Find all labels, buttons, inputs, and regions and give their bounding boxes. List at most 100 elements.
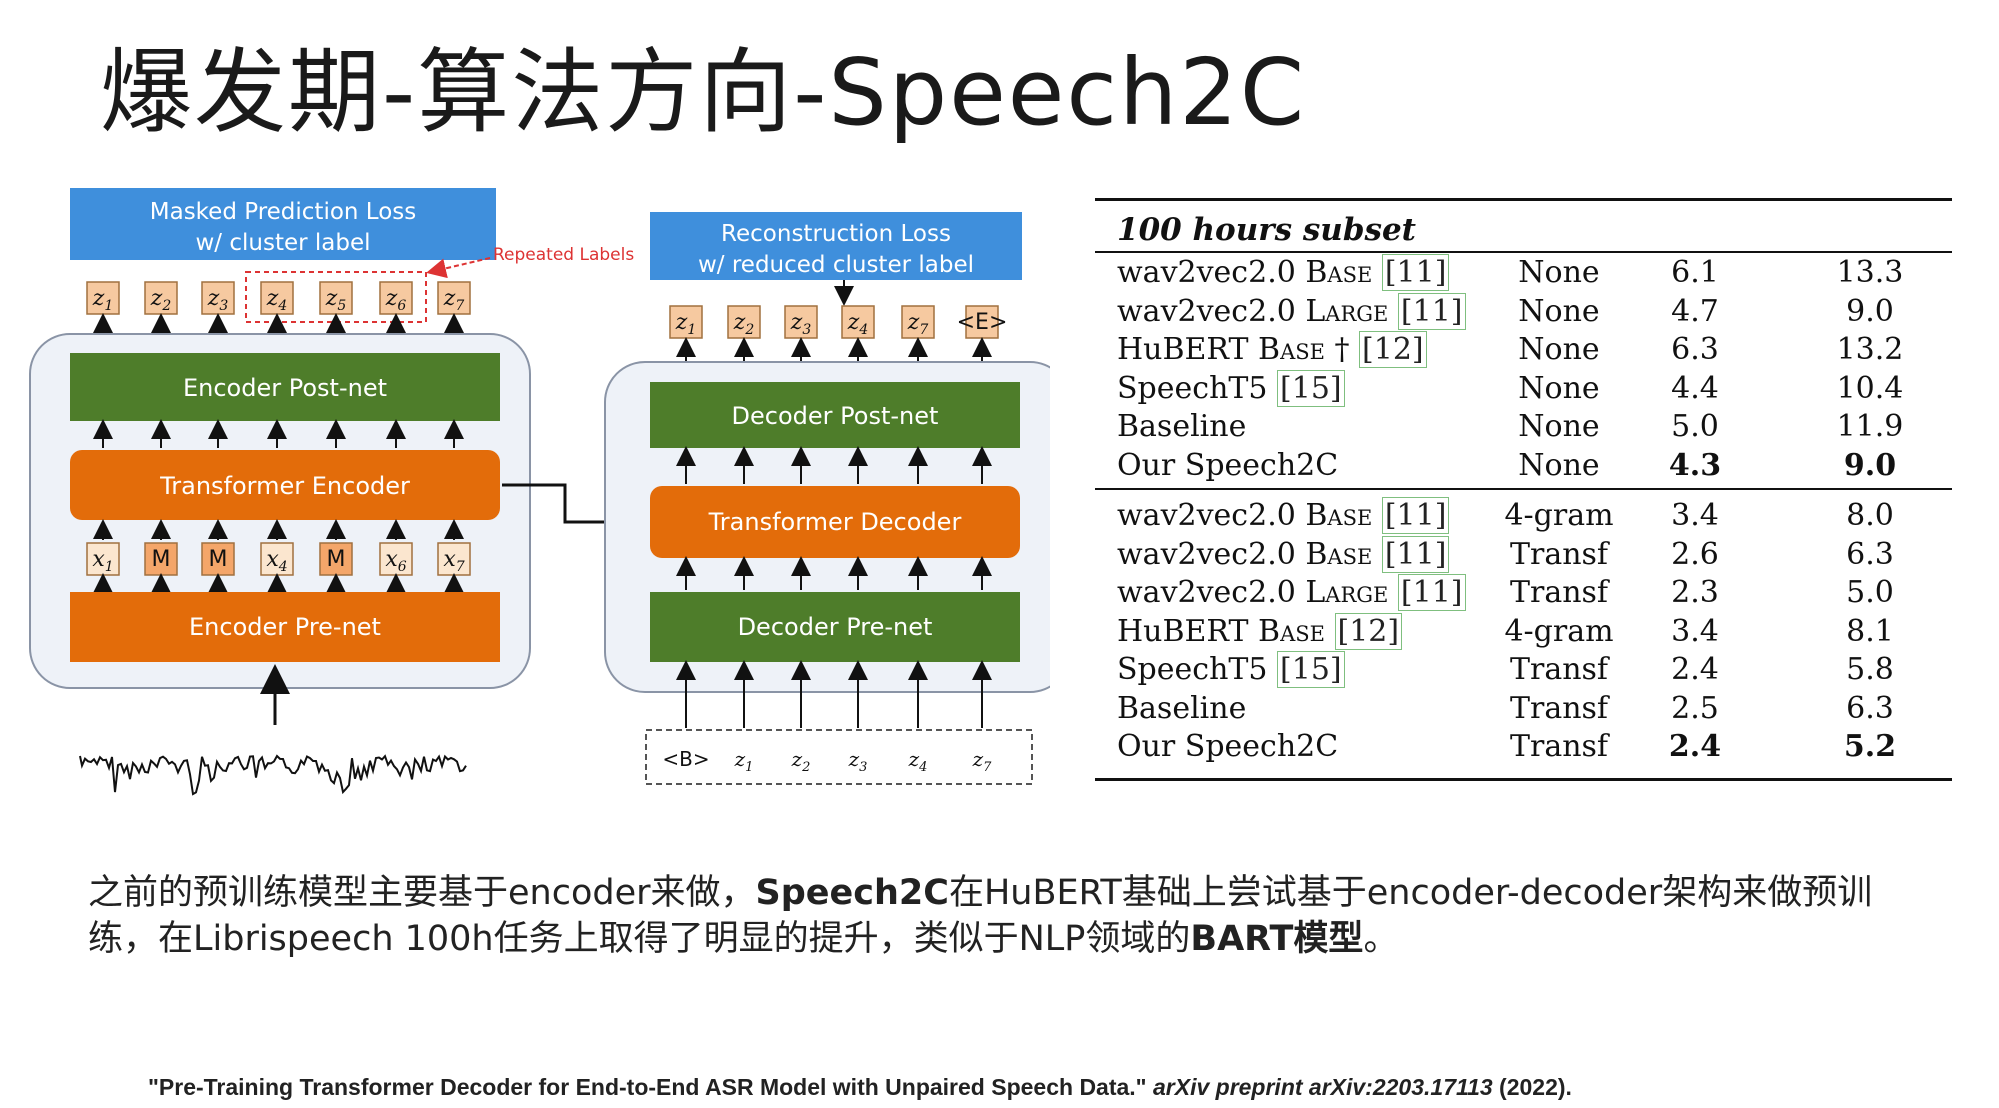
encoder-target-token <box>86 281 120 315</box>
language-model: None <box>1518 409 1600 444</box>
wer-clean: 3.4 <box>1671 498 1719 533</box>
model-name: SpeechT5 [15] <box>1117 651 1345 688</box>
decoder-target-token <box>901 305 935 339</box>
description-text: 之前的预训练模型主要基于encoder来做，Speech2C在HuBERT基础上… <box>88 873 1873 959</box>
encoder-input-token <box>379 542 413 576</box>
wer-clean: 5.0 <box>1671 409 1719 444</box>
decoder-target-token-label: <E> <box>957 310 1008 335</box>
language-model: Transf <box>1509 729 1609 764</box>
decoder-input-token-label: z1 <box>734 747 754 775</box>
wer-clean: 6.1 <box>1671 255 1719 290</box>
wer-clean: 3.4 <box>1671 613 1719 649</box>
model-name: wav2vec2.0 Base [11] <box>1117 254 1450 291</box>
decoder-input-tokens: <B> z1 z2 z3 z4 z7 <box>662 747 992 775</box>
decoder-input-box <box>645 729 1033 785</box>
wer-other: 10.4 <box>1836 370 1904 406</box>
transformer-encoder-box <box>70 450 500 520</box>
wer-other: 9.0 <box>1843 447 1897 483</box>
speech2c-architecture-diagram: Masked Prediction Loss w/ cluster label … <box>29 188 1050 796</box>
encoder-loss-box <box>70 188 496 260</box>
language-model: Transf <box>1509 575 1609 610</box>
language-model: None <box>1518 332 1600 367</box>
subset-label: 100 hours subset <box>1117 212 1416 248</box>
wer-other: 8.1 <box>1846 613 1894 649</box>
page-title: 爆发期-算法方向-Speech2C <box>100 39 1307 146</box>
encoder-postnet-box <box>70 353 500 421</box>
wer-other: 6.3 <box>1846 690 1894 726</box>
wer-clean: 2.4 <box>1668 729 1722 764</box>
encoder-input-token-label: M <box>152 547 171 572</box>
decoder-loss-line1: Reconstruction Loss <box>721 221 951 247</box>
encoder-input-token <box>319 542 353 576</box>
wer-clean: 4.7 <box>1671 293 1719 329</box>
wer-other: 5.2 <box>1843 729 1897 764</box>
model-name: Our Speech2C <box>1117 729 1339 764</box>
model-name: Our Speech2C <box>1117 447 1339 483</box>
waveform <box>79 754 467 796</box>
decoder-target-token <box>727 305 761 339</box>
encoder-input-token <box>260 542 294 576</box>
model-name: Baseline <box>1117 690 1247 726</box>
decoder-target-token <box>784 305 818 339</box>
wer-other: 5.0 <box>1846 575 1894 610</box>
decoder-input-token-label: z7 <box>972 747 993 775</box>
wer-other: 9.0 <box>1846 293 1894 329</box>
wer-clean: 2.3 <box>1671 575 1719 610</box>
decoder-input-token-label: z4 <box>908 747 928 775</box>
decoder-loss-line2: w/ reduced cluster label <box>698 252 974 278</box>
wer-clean: 4.4 <box>1671 370 1719 406</box>
decoder-input-token-label: z3 <box>848 747 868 775</box>
language-model: 4-gram <box>1504 498 1614 533</box>
encoder-input-token-label: M <box>327 547 346 572</box>
wer-clean: 6.3 <box>1671 332 1719 367</box>
wer-clean: 2.4 <box>1671 652 1719 687</box>
model-name: wav2vec2.0 Base [11] <box>1117 535 1450 573</box>
language-model: None <box>1518 293 1600 329</box>
transformer-decoder-label: Transformer Decoder <box>708 508 962 536</box>
language-model: 4-gram <box>1504 613 1614 649</box>
encoder-input-token <box>86 542 120 576</box>
decoder-prenet-label: Decoder Pre-net <box>738 613 933 641</box>
model-name: SpeechT5 [15] <box>1117 369 1345 407</box>
decoder-target-token <box>669 305 703 339</box>
encoder-target-token <box>144 281 178 315</box>
decoder-prenet-box <box>650 592 1020 662</box>
encoder-loss-line1: Masked Prediction Loss <box>150 199 417 225</box>
model-name: wav2vec2.0 Large [11] <box>1117 574 1466 611</box>
wer-other: 6.3 <box>1846 536 1894 572</box>
encoder-target-token <box>319 281 353 315</box>
encoder-prenet-label: Encoder Pre-net <box>189 613 381 641</box>
results-row: wav2vec2.0 Large [11] Transf 2.3 5.0 <box>1095 574 1952 613</box>
language-model: Transf <box>1509 536 1609 572</box>
encoder-loss-line2: w/ cluster label <box>195 230 370 256</box>
wer-other: 5.8 <box>1846 652 1894 687</box>
encoder-postnet-label: Encoder Post-net <box>183 374 387 402</box>
encoder-prenet-box <box>70 592 500 662</box>
decoder-input-token-label: <B> <box>662 747 709 771</box>
encoder-input-token <box>144 542 178 576</box>
decoder-input-token-label: z2 <box>791 747 811 775</box>
language-model: Transf <box>1509 652 1609 687</box>
model-name: HuBERT Base [12] <box>1117 612 1403 650</box>
citation: "Pre-Training Transformer Decoder for En… <box>148 1074 1572 1100</box>
wer-other: 13.3 <box>1836 255 1904 290</box>
results-row: SpeechT5 [15] None 4.4 10.4 <box>1095 369 1952 409</box>
transformer-decoder-box <box>650 486 1020 558</box>
decoder-loss-box <box>650 212 1022 280</box>
results-row: Our Speech2C Transf 2.4 5.2 <box>1095 729 1952 767</box>
language-model: None <box>1518 447 1600 483</box>
results-row: SpeechT5 [15] Transf 2.4 5.8 <box>1095 651 1952 690</box>
language-model: None <box>1518 370 1600 406</box>
results-row: HuBERT Base [12] 4-gram 3.4 8.1 <box>1095 612 1952 652</box>
decoder-postnet-label: Decoder Post-net <box>732 402 939 430</box>
